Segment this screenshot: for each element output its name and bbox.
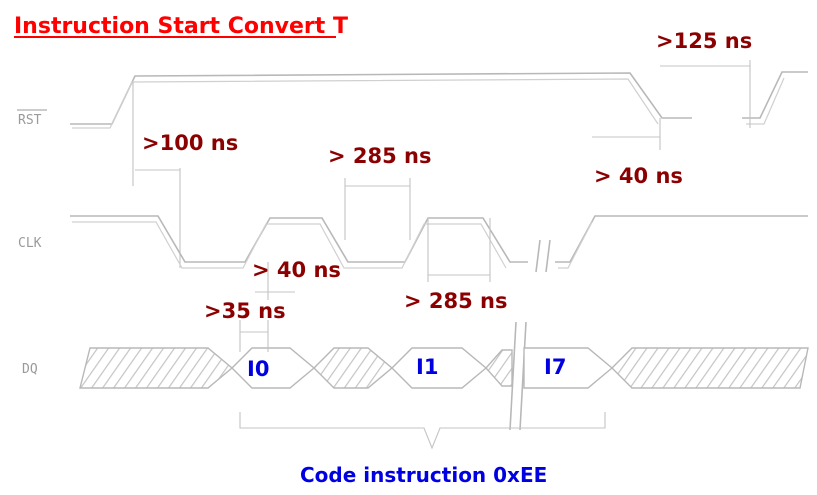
instruction-brace xyxy=(239,412,606,450)
clk-signal-label: CLK xyxy=(18,236,42,251)
dq-bit-box-i1 xyxy=(391,347,488,389)
clk-waveform-tail xyxy=(555,215,808,263)
dq-bus-break xyxy=(509,321,527,431)
t40-clk-label: > 40 ns xyxy=(252,258,341,282)
dq-bit-box-i0 xyxy=(231,347,316,389)
bit-label-i7: I7 xyxy=(544,355,566,379)
rst-waveform-rise xyxy=(742,71,808,119)
t285-high-label: > 285 ns xyxy=(328,144,432,168)
dq-bit-box-i7 xyxy=(523,347,614,389)
dq-hatched-segment-2 xyxy=(313,347,394,389)
rst-waveform-shadow xyxy=(72,78,659,129)
t125-label: >125 ns xyxy=(656,29,752,53)
dq-hatched-segment-4 xyxy=(611,347,809,389)
dq-signal-label: DQ xyxy=(22,362,38,377)
clk-waveform-shadow xyxy=(72,221,507,269)
t285-low-label: > 285 ns xyxy=(404,289,508,313)
dq-hatched-segment-3 xyxy=(485,349,513,387)
instruction-caption: Code instruction 0xEE xyxy=(300,463,547,487)
t100-label: >100 ns xyxy=(142,131,238,155)
t40-rst-label: > 40 ns xyxy=(594,164,683,188)
rst-waveform xyxy=(70,72,692,125)
dq-hatched-segment-1 xyxy=(79,347,234,389)
rst-waveform-rise-shadow xyxy=(746,77,785,125)
t35-label: >35 ns xyxy=(204,299,286,323)
clk-waveform-break xyxy=(535,239,551,273)
clk-waveform xyxy=(70,215,528,263)
rst-signal-label: RST xyxy=(18,113,42,128)
clk-waveform-tail-shadow xyxy=(558,221,593,269)
diagram-title: Instruction Start Convert T xyxy=(14,14,348,39)
bit-label-i1: I1 xyxy=(416,355,438,379)
bit-label-i0: I0 xyxy=(247,357,269,381)
